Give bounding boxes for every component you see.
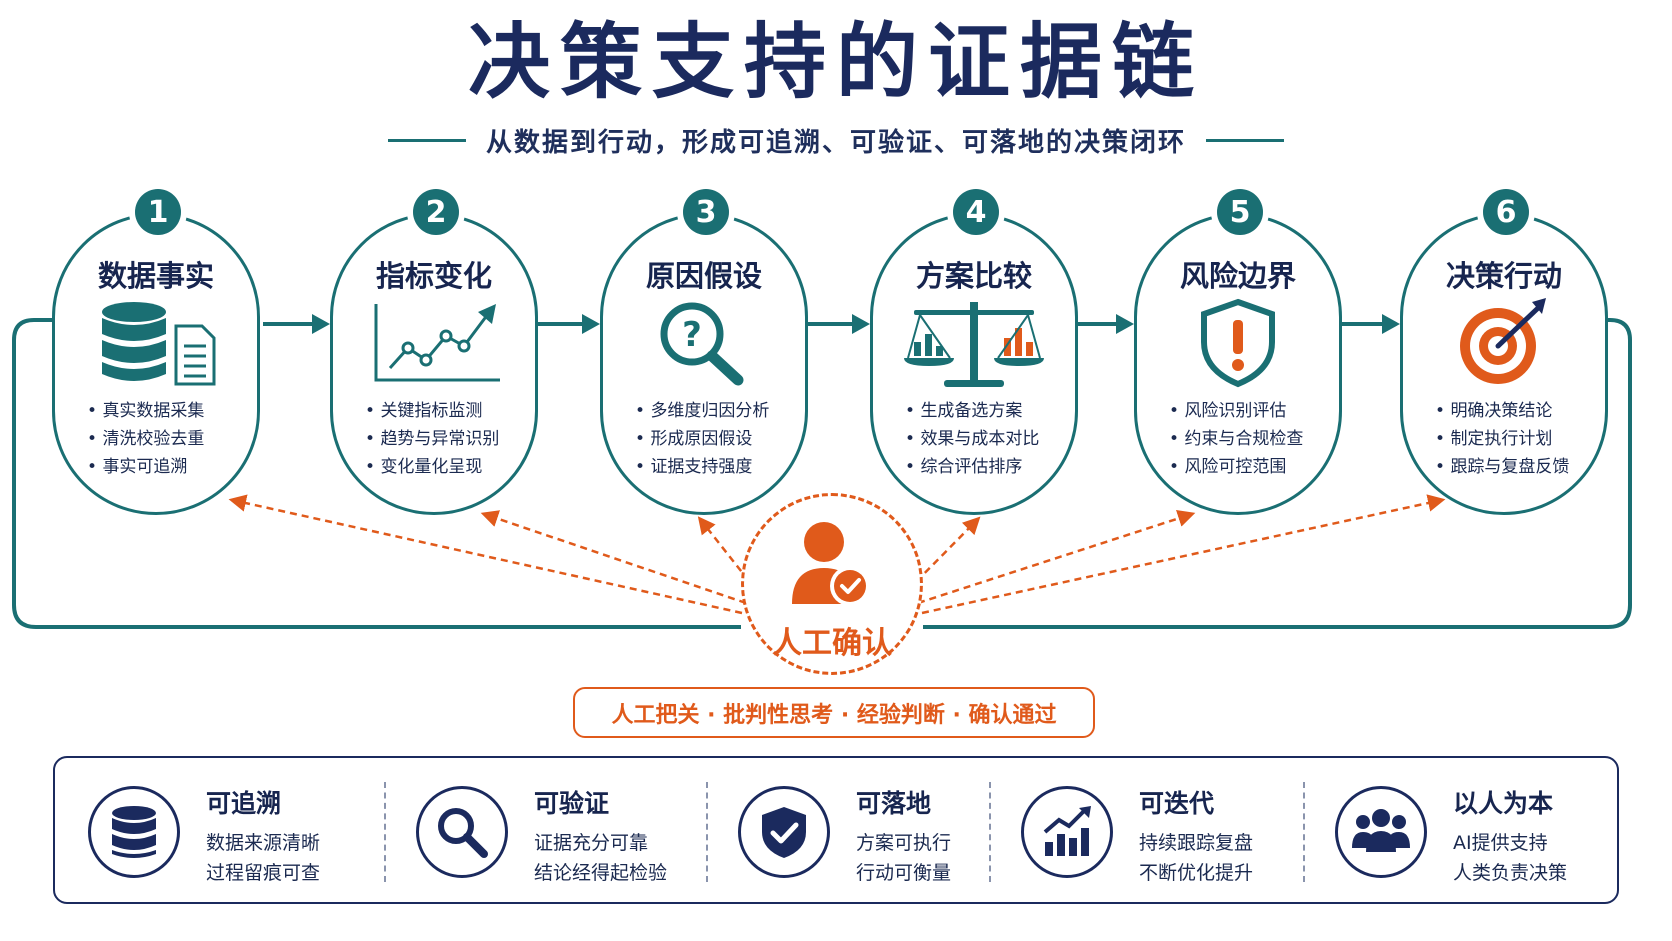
step-item: 跟踪与复盘反馈 <box>1400 453 1608 481</box>
step-item: 关键指标监测 <box>330 397 538 425</box>
step-title-4: 方案比较 <box>915 259 1032 293</box>
subtitle-divider-right <box>1206 138 1284 142</box>
panel-divider <box>384 782 386 882</box>
database-document-icon <box>102 302 216 386</box>
step-item: 趋势与异常识别 <box>330 425 538 453</box>
step-item: 形成原因假设 <box>600 425 808 453</box>
property-line: AI提供支持 <box>1453 832 1548 854</box>
step-number-3: 3 <box>683 189 729 235</box>
growth-chart-icon <box>1021 786 1113 878</box>
property-title: 以人为本 <box>1453 789 1554 818</box>
step-item: 约束与合规检查 <box>1134 425 1342 453</box>
property-line: 不断优化提升 <box>1139 862 1254 884</box>
shield-check-icon <box>738 786 830 878</box>
step-item: 制定执行计划 <box>1400 425 1608 453</box>
forward-arrows <box>263 314 1400 334</box>
property-line: 行动可衡量 <box>856 862 952 884</box>
panel-divider <box>989 782 991 882</box>
step-number-1: 1 <box>135 189 181 235</box>
step-item: 生成备选方案 <box>870 397 1078 425</box>
question-magnifier-icon: ? <box>660 302 744 386</box>
step-items-1: 真实数据采集 清洗校验去重 事实可追溯 <box>52 397 260 481</box>
property-title: 可验证 <box>534 789 610 818</box>
step-item: 变化量化呈现 <box>330 453 538 481</box>
step-item: 清洗校验去重 <box>52 425 260 453</box>
step-item: 真实数据采集 <box>52 397 260 425</box>
step-items-5: 风险识别评估 约束与合规检查 风险可控范围 <box>1134 397 1342 481</box>
subtitle-row: 从数据到行动，形成可追溯、可验证、可落地的决策闭环 <box>0 122 1672 158</box>
step-title-3: 原因假设 <box>645 259 762 293</box>
property-line: 结论经得起检验 <box>534 862 668 884</box>
step-title-2: 指标变化 <box>375 259 492 293</box>
step-number-4: 4 <box>953 189 999 235</box>
magnifier-icon <box>416 786 508 878</box>
properties-panel: 可追溯 数据来源清晰 过程留痕可查 可验证 证据充分可靠 结论经得起检验 可落地… <box>53 756 1619 904</box>
target-arrow-icon <box>1460 298 1546 384</box>
property-title: 可迭代 <box>1139 789 1215 818</box>
property-line: 持续跟踪复盘 <box>1139 832 1254 854</box>
property-line: 证据充分可靠 <box>534 832 649 854</box>
step-item: 综合评估排序 <box>870 453 1078 481</box>
step-number-5: 5 <box>1217 189 1263 235</box>
property-line: 过程留痕可查 <box>206 862 321 884</box>
property-line: 人类负责决策 <box>1453 862 1568 884</box>
human-confirmation-label: 人工确认 <box>772 626 892 661</box>
page-title: 决策支持的证据链 <box>467 15 1204 110</box>
step-item: 风险可控范围 <box>1134 453 1342 481</box>
svg-text:?: ? <box>682 315 702 355</box>
property-title: 可落地 <box>856 789 932 818</box>
balance-scale-icon <box>904 302 1044 387</box>
panel-divider <box>1303 782 1305 882</box>
subtitle-divider-left <box>387 138 466 142</box>
step-item: 多维度归因分析 <box>600 397 808 425</box>
step-item: 风险识别评估 <box>1134 397 1342 425</box>
line-chart-icon <box>374 304 500 382</box>
review-arrow-5 <box>917 510 1196 605</box>
human-review-banner: 人工把关 · 批判性思考 · 经验判断 · 确认通过 <box>573 687 1095 738</box>
step-item: 证据支持强度 <box>600 453 808 481</box>
feedback-loop-line <box>12 318 1632 629</box>
property-title: 可追溯 <box>206 789 282 818</box>
review-arrow-6 <box>921 494 1446 615</box>
people-group-icon <box>1335 786 1427 878</box>
step-title-6: 决策行动 <box>1445 259 1562 293</box>
step-items-3: 多维度归因分析 形成原因假设 证据支持强度 <box>600 397 808 481</box>
step-number-6: 6 <box>1483 189 1529 235</box>
warning-shield-icon <box>1201 298 1275 388</box>
step-number-2: 2 <box>413 189 459 235</box>
step-title-5: 风险边界 <box>1179 259 1296 293</box>
step-items-4: 生成备选方案 效果与成本对比 综合评估排序 <box>870 397 1078 481</box>
panel-divider <box>706 782 708 882</box>
property-line: 数据来源清晰 <box>206 832 321 854</box>
property-line: 方案可执行 <box>856 832 952 854</box>
step-title-1: 数据事实 <box>97 259 214 293</box>
review-arrow-1 <box>228 494 743 615</box>
step-items-2: 关键指标监测 趋势与异常识别 变化量化呈现 <box>330 397 538 481</box>
subtitle: 从数据到行动，形成可追溯、可验证、可落地的决策闭环 <box>485 127 1186 158</box>
step-item: 事实可追溯 <box>52 453 260 481</box>
step-items-6: 明确决策结论 制定执行计划 跟踪与复盘反馈 <box>1400 397 1608 481</box>
database-icon <box>88 786 180 878</box>
person-check-icon <box>792 522 870 606</box>
step-item: 效果与成本对比 <box>870 425 1078 453</box>
review-arrow-2 <box>480 510 747 605</box>
step-item: 明确决策结论 <box>1400 397 1608 425</box>
